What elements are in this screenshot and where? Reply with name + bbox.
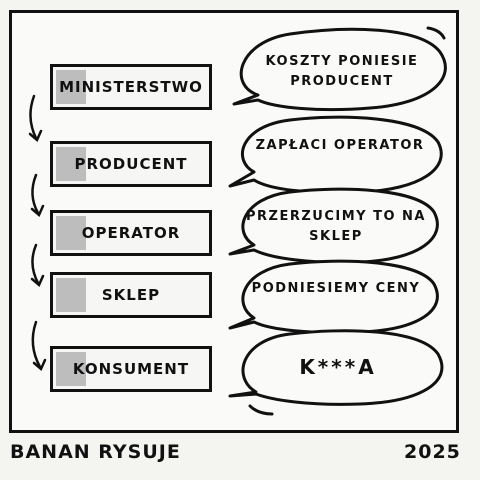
chain-box-ministerstwo: MINISTERSTWO xyxy=(50,64,212,110)
speech-text-1: KOSZTY PONIESIE PRODUCENT xyxy=(265,54,419,89)
arrow-1 xyxy=(29,94,38,140)
arrow-3-head xyxy=(30,274,45,288)
chain-box-producent: PRODUCENT xyxy=(50,141,212,187)
arrow-1-head xyxy=(28,129,43,143)
chain-box-konsument: KONSUMENT xyxy=(50,346,212,392)
arrow-2 xyxy=(31,173,40,215)
speech-text-5: K***A xyxy=(299,355,377,379)
speech-bubble-5 xyxy=(228,329,444,406)
motion-stroke-top xyxy=(426,26,446,40)
speech-text-4: PODNIESIEMY CENY xyxy=(251,281,421,296)
speech-text-2: ZAPŁACI OPERATOR xyxy=(255,138,425,153)
year-label: 2025 xyxy=(404,441,461,463)
speech-bubble-3 xyxy=(228,187,439,264)
arrow-3 xyxy=(31,243,40,285)
arrow-2-head xyxy=(30,204,45,218)
chain-box-operator: OPERATOR xyxy=(50,210,212,256)
arrow-4 xyxy=(31,320,42,369)
speech-bubble-1 xyxy=(232,27,447,112)
motion-stroke-bottom xyxy=(248,404,274,416)
speech-text-3: PRZERZUCIMY TO NA SKLEP xyxy=(246,209,426,244)
author-signature: BANAN RYSUJE xyxy=(10,441,181,463)
chain-box-sklep: SKLEP xyxy=(50,272,212,318)
arrow-4-head xyxy=(32,358,47,372)
